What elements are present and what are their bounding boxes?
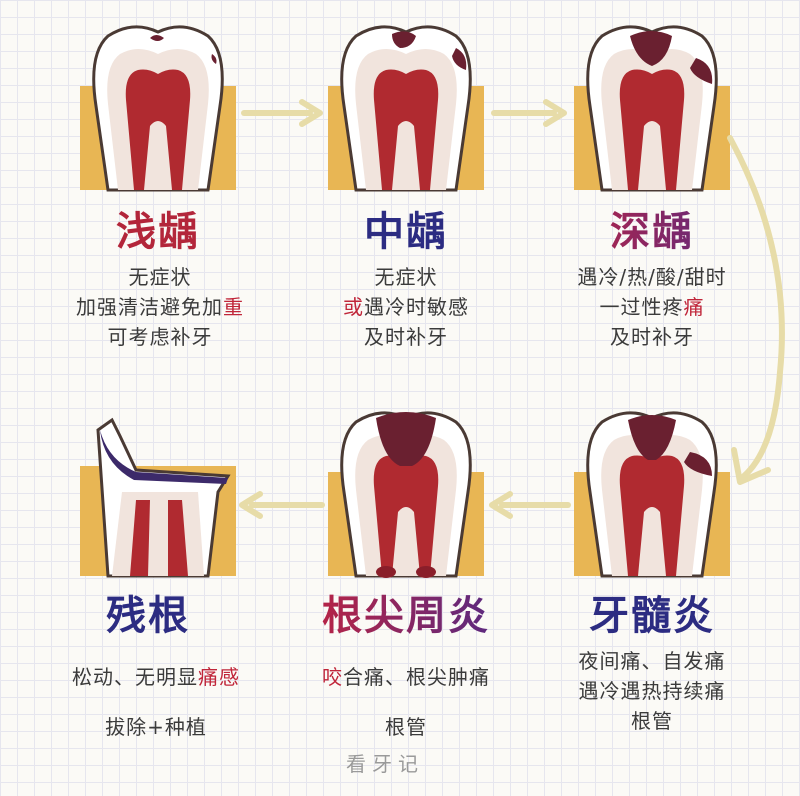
stage-title-periapical: 根尖周炎: [286, 592, 526, 640]
desc-line: 及时补牙: [610, 325, 694, 349]
desc-line: 咬合痛、根尖肿痛: [322, 665, 490, 689]
tooth-shallow-caries: [80, 25, 236, 192]
desc-line: 无症状: [128, 265, 192, 289]
stage-desc-deep: 遇冷/热/酸/甜时 一过性疼痛 及时补牙: [522, 262, 782, 352]
desc-line: 无症状: [374, 265, 438, 289]
desc-line: 根管: [385, 715, 427, 739]
pulp: [373, 69, 439, 190]
desc-line: 或遇冷时敏感: [343, 295, 469, 319]
pulp: [619, 69, 685, 190]
desc-line: 加强清洁避免加重: [76, 295, 244, 319]
desc-line: 遇冷/热/酸/甜时: [577, 265, 727, 289]
stage-title-medium: 中龋: [364, 209, 448, 255]
tooth-periapical: [328, 411, 484, 578]
apical-lesion: [416, 566, 436, 578]
desc-line: 松动、无明显痛感: [72, 665, 240, 689]
pulp: [619, 455, 685, 576]
pulp: [125, 69, 191, 190]
stage-desc-residual-root: 松动、无明显痛感 拔除+种植: [26, 662, 286, 742]
tooth-residual-root: [80, 417, 236, 578]
pulp: [373, 455, 439, 576]
desc-line: 遇冷遇热持续痛: [578, 679, 726, 703]
desc-line: 根管: [631, 709, 673, 733]
arrow-right-icon: [491, 99, 567, 127]
arrow-left-icon: [239, 491, 325, 519]
tooth-deep-caries: [574, 25, 730, 192]
stage-desc-shallow: 无症状 加强清洁避免加重 可考虑补牙: [30, 262, 290, 352]
stage-desc-medium: 无症状 或遇冷时敏感 及时补牙: [276, 262, 536, 352]
arrow-right-icon: [241, 99, 323, 127]
arrow-left-icon: [489, 491, 571, 519]
stage-title-pulpitis: 牙髓炎: [589, 593, 715, 639]
tooth-medium-caries: [328, 25, 484, 192]
decay-cavity: [376, 412, 436, 466]
desc-line: 一过性疼痛: [599, 295, 705, 319]
desc-line: 可考虑补牙: [107, 325, 213, 349]
stage-desc-pulpitis: 夜间痛、自发痛 遇冷遇热持续痛 根管: [522, 646, 782, 736]
root-canal: [130, 500, 188, 576]
decay-spot: [392, 31, 467, 70]
stage-title-deep: 深龋: [532, 208, 772, 256]
decay-spot: [150, 35, 217, 64]
desc-line: 及时补牙: [364, 325, 448, 349]
decay-line: [100, 430, 228, 484]
stage-title-residual-root: 残根: [106, 593, 190, 639]
arrow-curved-down-icon: [727, 135, 785, 485]
apical-lesion: [376, 566, 396, 578]
desc-line: 拔除+种植: [105, 715, 207, 739]
decay-cavity: [628, 415, 712, 476]
tooth-pulpitis: [574, 411, 730, 578]
watermark: 看牙记: [346, 752, 424, 776]
decay-cavity: [630, 31, 713, 84]
stage-title-shallow: 浅龋: [116, 209, 200, 255]
stage-desc-periapical: 咬合痛、根尖肿痛 根管: [276, 662, 536, 742]
desc-line: 夜间痛、自发痛: [578, 649, 726, 673]
dentin: [112, 492, 204, 576]
